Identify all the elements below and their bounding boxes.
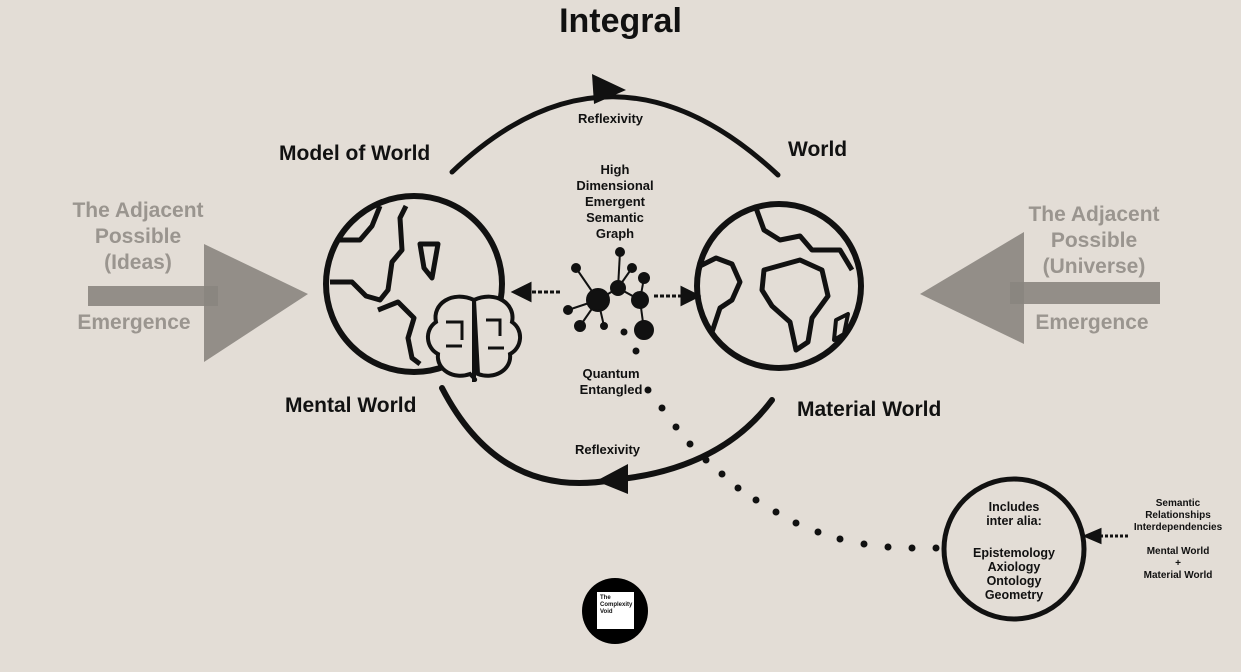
left-emergence-arrow: [88, 244, 308, 362]
brain-icon: [426, 294, 522, 383]
includes-item: Axiology: [987, 560, 1041, 574]
top-reflexivity-label: Reflexivity: [578, 111, 644, 126]
side-note-arrow: [1082, 527, 1128, 545]
includes-circle: [941, 476, 1087, 622]
includes-item: Ontology: [986, 574, 1042, 588]
right-emergence-arrow: [920, 232, 1160, 344]
includes-list: Epistemology Axiology Ontology Geometry: [954, 546, 1074, 602]
world-label: World: [788, 138, 848, 161]
side-note-worlds: Mental World+Material World: [1143, 546, 1213, 581]
mental-world-globe-icon: [323, 193, 505, 375]
graph-to-material-arrow: [654, 285, 702, 307]
bottom-reflexivity-arc: [439, 385, 775, 486]
model-of-world-label: Model of World: [279, 142, 431, 165]
page-title: Integral: [559, 2, 682, 40]
graph-to-mental-arrow: [510, 281, 560, 303]
material-world-label: Material World: [797, 398, 942, 421]
bottom-arc-arrowhead: [596, 464, 628, 494]
top-reflexivity-arc: [449, 94, 781, 178]
semantic-graph-icon: [563, 247, 654, 340]
left-emergence-label: Emergence: [77, 311, 191, 334]
mental-world-label: Mental World: [285, 394, 417, 417]
includes-item: Epistemology: [973, 546, 1055, 560]
bottom-reflexivity-label: Reflexivity: [575, 442, 641, 457]
right-emergence-label: Emergence: [1035, 311, 1149, 334]
material-world-globe-icon: [694, 201, 864, 371]
includes-item: Geometry: [984, 588, 1044, 602]
entanglement-dotted-trail: [620, 328, 940, 552]
top-arc-arrowhead: [592, 74, 626, 104]
